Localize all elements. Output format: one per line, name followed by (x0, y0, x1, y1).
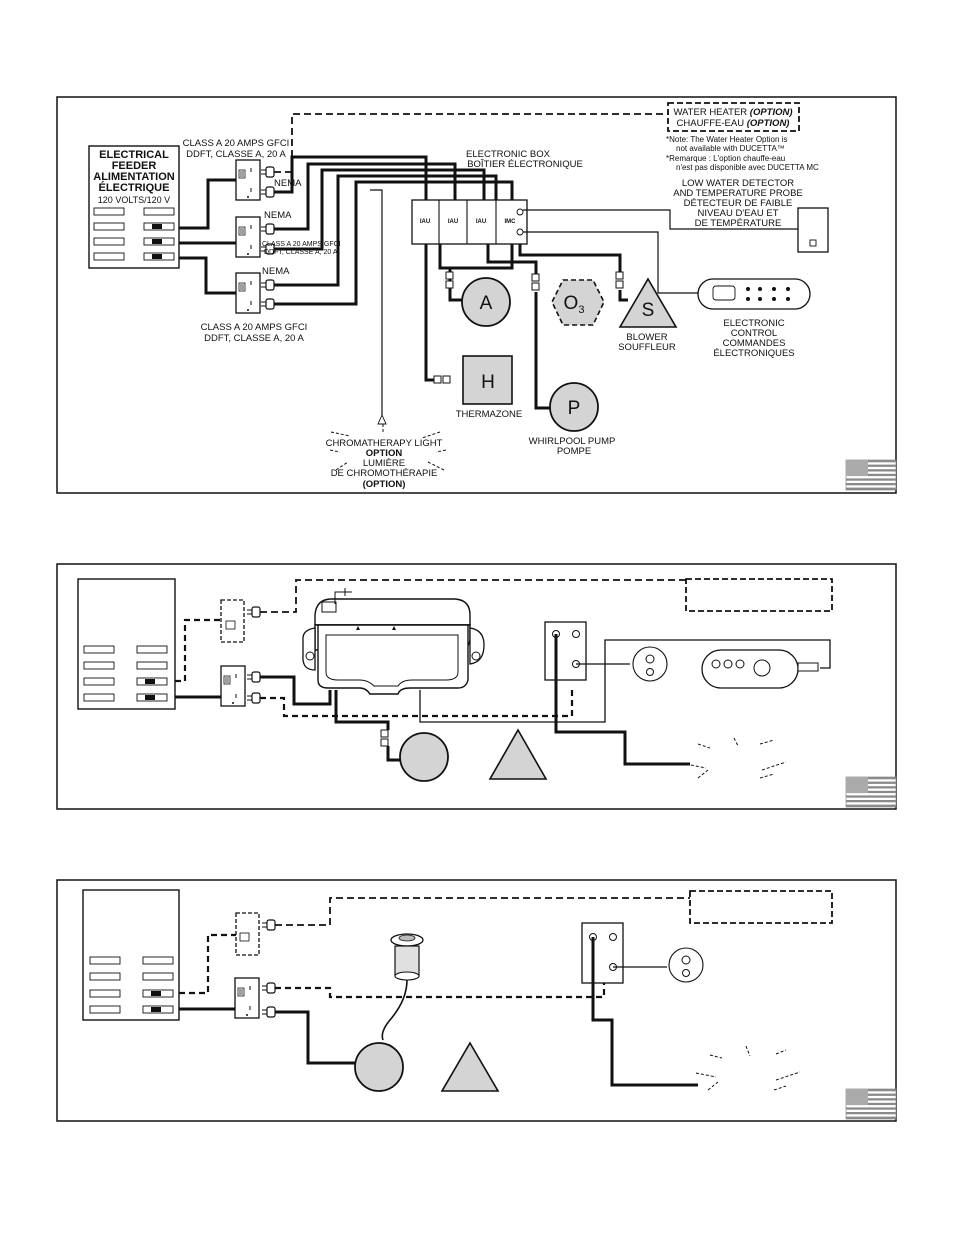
panel-2 (56, 563, 897, 810)
feeder-line-3: ALIMENTATION (93, 171, 175, 183)
electronic-box-en: ELECTRONIC BOX (466, 149, 551, 160)
low-water-5: DE TEMPÉRATURE (695, 218, 782, 229)
outlet-icon (234, 977, 260, 1019)
pearl-button-icon (668, 947, 704, 983)
control-2: CONTROL (731, 328, 777, 339)
nema-label-1: NEMA (274, 178, 302, 189)
feeder-line-1: ELECTRICAL (99, 149, 169, 161)
gfci-top-fr: DDFT, CLASSE A, 20 A (186, 149, 286, 160)
box-slot-3: IAU (476, 219, 486, 225)
note-en-2: not available with DUCETTA™ (676, 144, 785, 153)
gfci-top-en: CLASS A 20 AMPS GFCI (183, 138, 290, 149)
water-heater-fr: CHAUFFE-EAU (OPTION) (677, 118, 790, 129)
chroma-option: OPTION (366, 448, 403, 459)
thermazone-label: THERMAZONE (456, 409, 523, 420)
outlet-icon (235, 159, 261, 201)
component-blower: S (642, 300, 655, 321)
control-pad-icon (697, 278, 811, 310)
nema-label-2: NEMA (264, 210, 292, 221)
control-3: COMMANDES (723, 338, 786, 349)
chroma-fr-2: DE CHROMOTHÉRAPIE (331, 468, 438, 479)
outlet-icon (220, 665, 246, 707)
control-4: ÉLECTRONIQUES (713, 348, 794, 359)
electronic-box: IAU IAU IAU IMC (411, 199, 528, 245)
chroma-fr-1: LUMIÈRE (363, 458, 405, 469)
pump-en: WHIRLPOOL PUMP (529, 436, 616, 447)
outlet-icon (235, 272, 261, 314)
blower-fr: SOUFFLEUR (618, 342, 676, 353)
note-fr-1: *Remarque : L'option chauffe-eau (666, 154, 785, 163)
feeder-voltage: 120 VOLTS/120 V (98, 195, 170, 205)
box-slot-2: IAU (448, 219, 458, 225)
panel-1: ELECTRICAL FEEDER ALIMENTATION ÉLECTRIQU… (56, 96, 897, 494)
gfci-bottom-fr: DDFT, CLASSE A, 20 A (204, 333, 304, 344)
note-en-1: *Note: The Water Heater Option is (666, 135, 787, 144)
star-burst-icon (329, 424, 447, 471)
low-water-4: NIVEAU D'EAU ET (698, 208, 779, 219)
water-heater-en: WATER HEATER (OPTION) (673, 107, 792, 118)
component-heater: H (481, 372, 495, 393)
electrical-feeder: ELECTRICAL FEEDER ALIMENTATION ÉLECTRIQU… (88, 145, 180, 269)
star-burst-icon (685, 737, 787, 779)
light-fixture-icon (381, 933, 424, 1041)
low-water-2: AND TEMPERATURE PROBE (673, 188, 803, 199)
low-water-3: DÉTECTEUR DE FAIBLE (684, 198, 793, 209)
gfci-mid-fr: DDFT, CLASSE A, 20 A (264, 249, 338, 256)
box-slot-1: IAU (420, 219, 430, 225)
us-flag-icon (845, 776, 897, 808)
low-water-1: LOW WATER DETECTOR (682, 178, 794, 189)
electronic-box-fr: BOÎTIER ÉLECTRONIQUE (467, 159, 583, 170)
electronic-box-2 (302, 588, 485, 695)
us-flag-icon (845, 459, 897, 491)
control-1: ELECTRONIC (723, 318, 784, 329)
feeder-line-2: FEEDER (112, 160, 157, 172)
gfci-bottom-en: CLASS A 20 AMPS GFCI (201, 322, 308, 333)
control-pad-icon (701, 649, 819, 689)
component-ozone: O3 (564, 293, 585, 316)
component-a: A (480, 293, 493, 314)
pearl-button-icon (632, 646, 668, 682)
star-burst-icon (695, 1045, 801, 1091)
nema-label-3: NEMA (262, 266, 290, 277)
chroma-fr-option: (OPTION) (363, 479, 406, 490)
blower-en: BLOWER (626, 332, 667, 343)
us-flag-icon (845, 1088, 897, 1120)
note-fr-2: n'est pas disponible avec DUCETTA MC (676, 163, 819, 172)
panel-3 (56, 879, 897, 1122)
chroma-en: CHROMATHERAPY LIGHT (326, 438, 443, 449)
feeder-line-4: ÉLECTRIQUE (99, 181, 170, 194)
gfci-mid-en: CLASS A 20 AMPS GFCI (262, 241, 341, 248)
outlet-icon (235, 216, 261, 258)
box-slot-4: IMC (505, 219, 517, 225)
component-pump: P (568, 398, 581, 419)
pump-fr: POMPE (557, 446, 591, 457)
